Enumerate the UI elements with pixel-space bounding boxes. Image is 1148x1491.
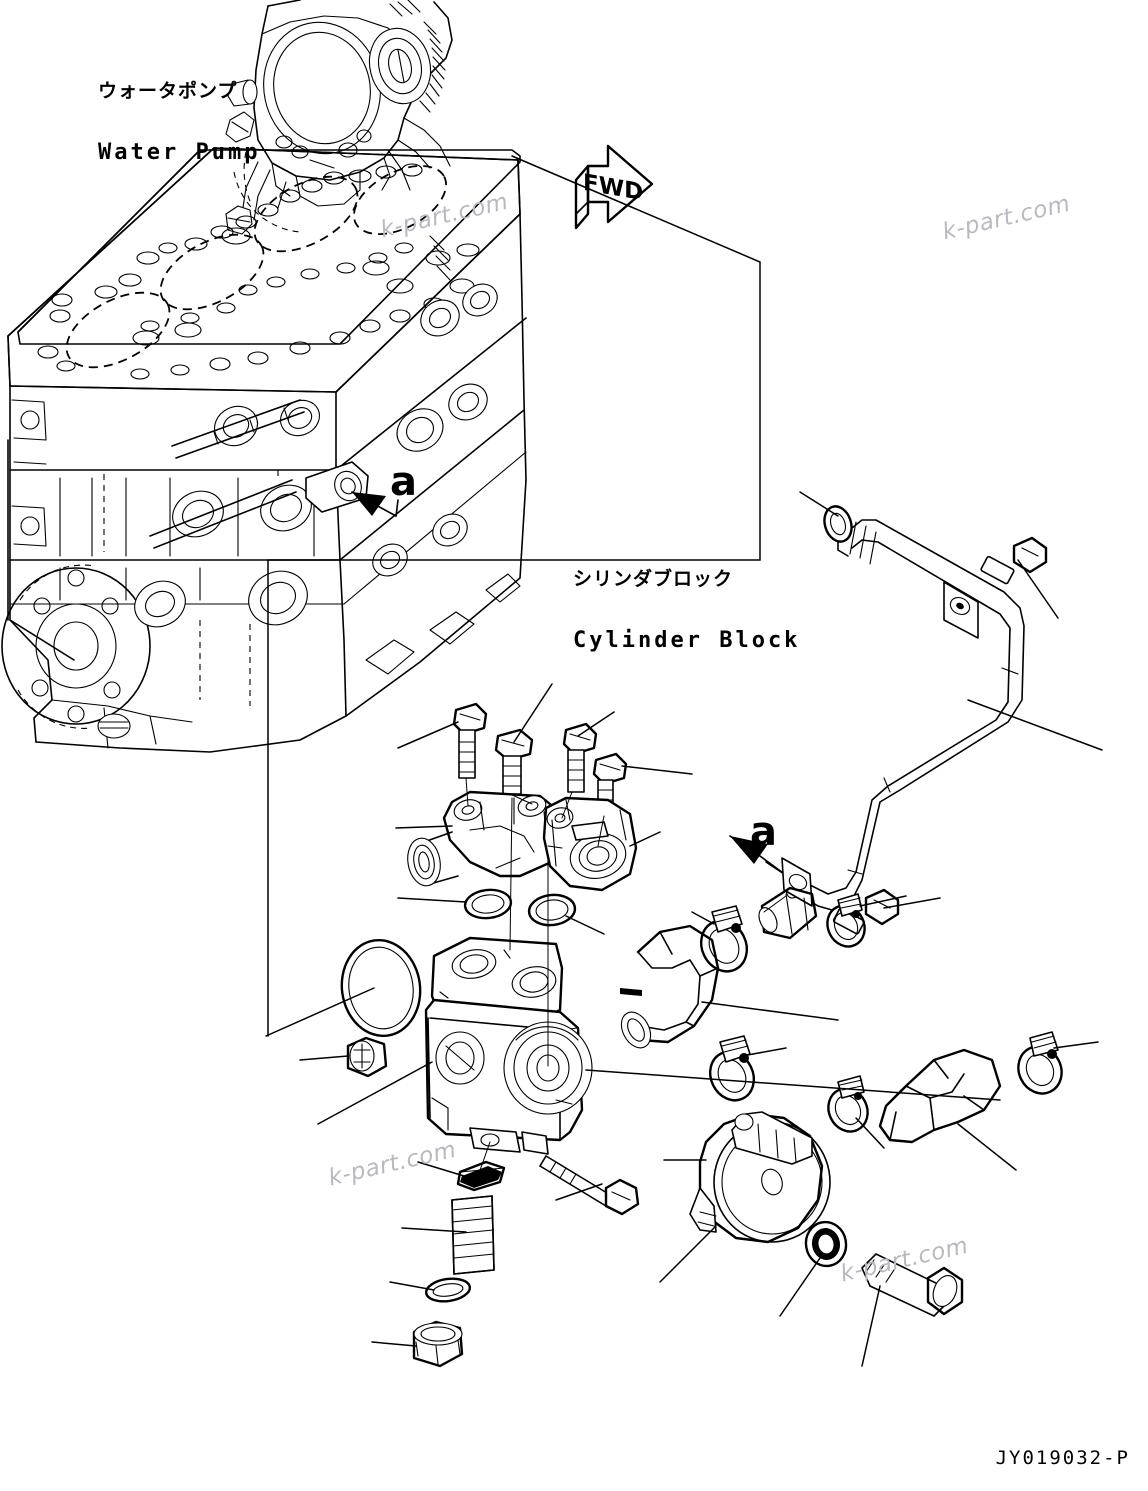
part-connector-bolt-1	[452, 702, 488, 779]
part-plug-side	[346, 1036, 388, 1078]
part-pipe-mount-bolt-upper	[980, 536, 1048, 585]
part-small-o-ring	[424, 1277, 472, 1303]
section-mark-a-upper: a	[390, 459, 417, 505]
part-long-bolt	[539, 1155, 640, 1216]
label-cylinder-block: シリンダブロック Cylinder Block	[573, 530, 800, 692]
part-thermostat-housing-right	[542, 796, 638, 892]
part-connector-bolt-3	[562, 722, 598, 793]
part-clamp-2	[708, 1035, 756, 1102]
part-hose-upper	[620, 924, 720, 1049]
part-relief-plug	[412, 1320, 464, 1368]
part-clamp-4	[1017, 1031, 1063, 1095]
part-clamp-3	[827, 1075, 869, 1133]
drawing-number: JY019032-P	[995, 1447, 1130, 1469]
part-cylinder-block	[1, 147, 527, 753]
label-water-pump: ウォータポンプ Water Pump	[98, 42, 260, 204]
part-spring	[451, 1195, 495, 1275]
part-thermostat-housing-left	[407, 790, 566, 887]
part-banjo-bolt	[861, 1253, 964, 1317]
label-cylinder-block-en: Cylinder Block	[573, 628, 801, 653]
label-water-pump-en: Water Pump	[98, 140, 261, 165]
part-cooler-washer	[804, 1220, 848, 1268]
part-large-o-ring	[340, 938, 422, 1038]
leader-lines	[265, 155, 1103, 1367]
part-water-pipe	[781, 519, 1025, 911]
part-oil-filter-housing	[424, 936, 593, 1155]
part-oil-cooler	[689, 1111, 831, 1244]
part-water-pump-assembly	[225, 0, 453, 235]
part-clamp-5	[826, 893, 866, 948]
part-pipe-o-ring	[823, 505, 853, 543]
label-cylinder-block-jp: シリンダブロック	[573, 568, 734, 590]
part-connector-bolt-2	[494, 728, 534, 795]
section-mark-a-lower: a	[750, 809, 777, 855]
part-valve-disc	[456, 1160, 506, 1192]
part-gasket-left	[463, 888, 513, 920]
section-arrow-upper	[351, 491, 399, 517]
part-gasket-right	[527, 893, 577, 927]
fwd-direction-marker	[574, 144, 654, 230]
label-water-pump-jp: ウォータポンプ	[98, 80, 238, 102]
part-hose-stub-top	[758, 886, 818, 940]
